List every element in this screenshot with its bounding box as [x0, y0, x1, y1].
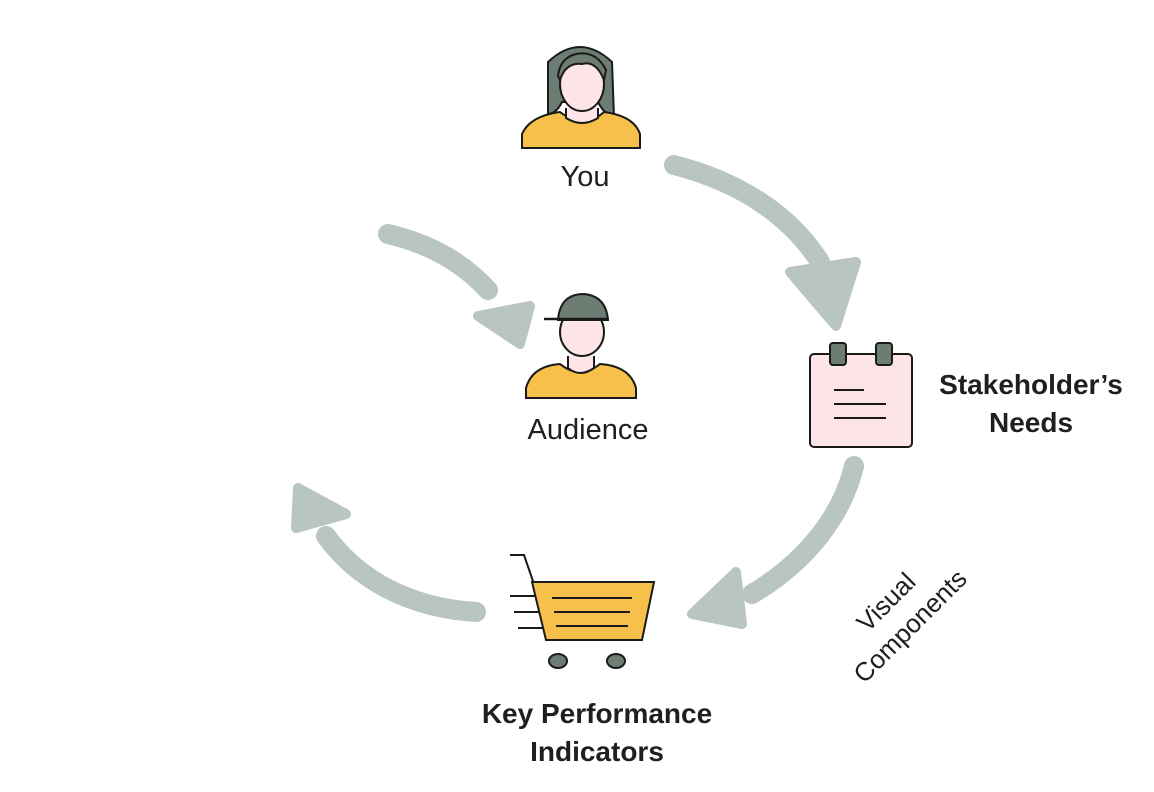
stakeholder-label-line1: Stakeholder’s	[939, 369, 1123, 400]
kpi-label-line1: Key Performance	[481, 698, 713, 729]
arrow-stakeholder-to-kpi	[687, 456, 864, 629]
arrow-to-audience	[378, 224, 535, 349]
node-label-stakeholder: Stakeholder’s Needs	[939, 366, 1123, 442]
notepad-icon	[809, 342, 913, 448]
kpi-label-line2: Indicators	[530, 736, 664, 767]
cart-wheel-right	[606, 653, 626, 669]
node-label-you: You	[560, 161, 610, 193]
arrow-you-to-stakeholder	[664, 155, 861, 331]
arrow-kpi-back	[291, 483, 486, 622]
cart-wheel-left	[548, 653, 568, 669]
node-label-kpi: Key Performance Indicators	[482, 695, 712, 771]
man-cap-user-icon	[525, 292, 637, 399]
node-label-audience: Audience	[527, 414, 649, 446]
shopping-cart-icon	[510, 554, 656, 669]
woman-user-icon	[521, 46, 641, 149]
stakeholder-label-line2: Needs	[988, 407, 1074, 438]
